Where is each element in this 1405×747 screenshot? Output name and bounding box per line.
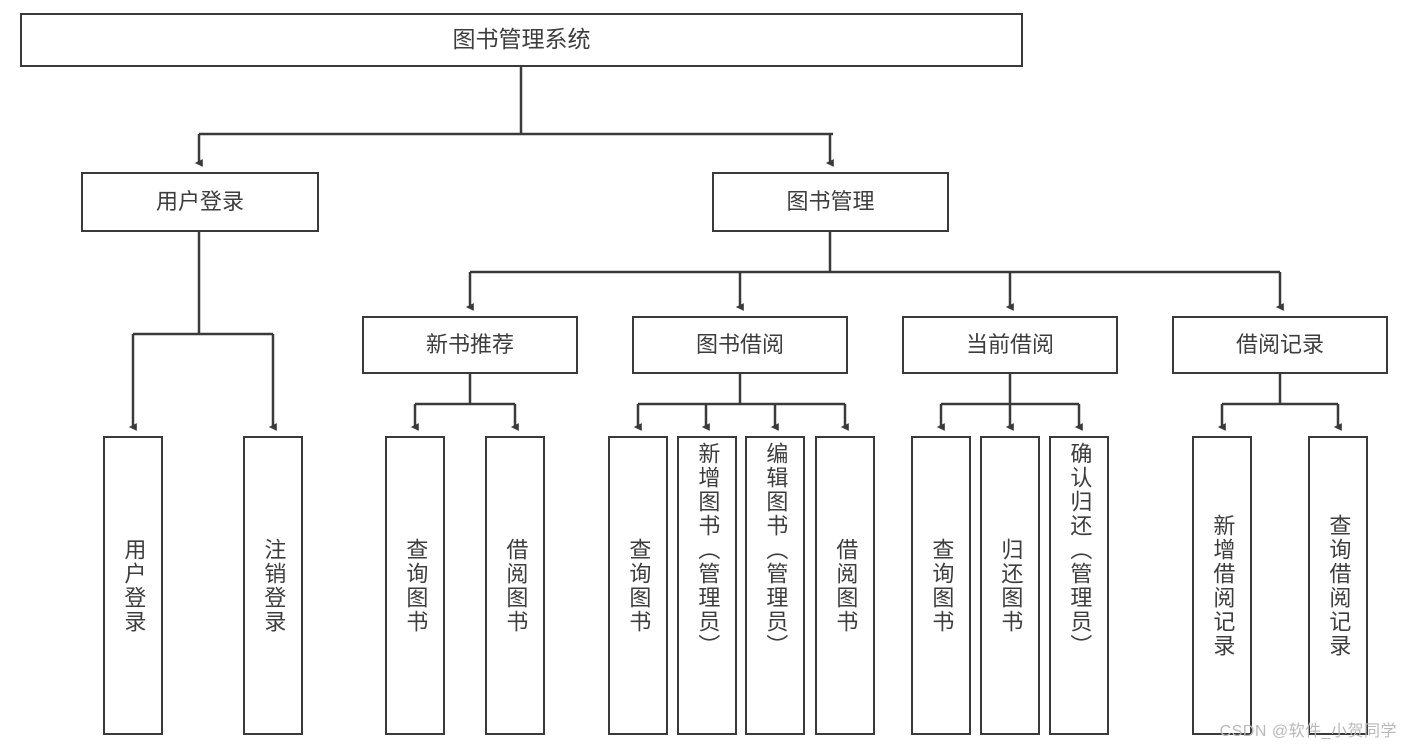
node-leaf-query-book-2-label: 查询图书 (626, 537, 652, 634)
node-leaf-query-book-2[interactable]: 查询图书 (608, 436, 668, 735)
node-leaf-confirm-return-label: 确认归还（管理员） (1067, 442, 1093, 658)
node-book-management[interactable]: 图书管理 (712, 172, 949, 232)
node-book-management-label: 图书管理 (786, 188, 875, 214)
node-root-label: 图书管理系统 (452, 26, 591, 53)
node-leaf-logout-label: 注销登录 (261, 537, 287, 634)
node-leaf-query-record[interactable]: 查询借阅记录 (1308, 436, 1368, 735)
node-borrow-record[interactable]: 借阅记录 (1172, 316, 1388, 374)
node-leaf-user-login[interactable]: 用户登录 (103, 436, 163, 735)
node-leaf-query-record-label: 查询借阅记录 (1326, 513, 1352, 658)
node-user-login[interactable]: 用户登录 (81, 172, 319, 232)
node-root[interactable]: 图书管理系统 (20, 13, 1023, 67)
node-leaf-borrow-book-1[interactable]: 借阅图书 (485, 436, 545, 735)
node-leaf-borrow-book-2-label: 借阅图书 (833, 537, 859, 634)
node-new-book-recommend-label: 新书推荐 (425, 331, 514, 357)
node-leaf-return-book-label: 归还图书 (998, 537, 1024, 634)
node-leaf-query-book-1[interactable]: 查询图书 (385, 436, 445, 735)
node-leaf-query-book-3-label: 查询图书 (929, 537, 955, 634)
node-leaf-query-book-3[interactable]: 查询图书 (911, 436, 971, 735)
node-leaf-add-record[interactable]: 新增借阅记录 (1192, 436, 1252, 735)
node-leaf-add-book[interactable]: 新增图书（管理员） (677, 436, 737, 735)
node-leaf-logout[interactable]: 注销登录 (243, 436, 303, 735)
node-leaf-user-login-label: 用户登录 (121, 537, 147, 634)
node-current-borrow-label: 当前借阅 (965, 331, 1054, 357)
node-leaf-borrow-book-1-label: 借阅图书 (503, 537, 529, 634)
node-borrow-record-label: 借阅记录 (1235, 331, 1324, 357)
node-leaf-add-record-label: 新增借阅记录 (1210, 513, 1236, 658)
node-leaf-return-book[interactable]: 归还图书 (980, 436, 1040, 735)
node-current-borrow[interactable]: 当前借阅 (902, 316, 1118, 374)
node-leaf-confirm-return[interactable]: 确认归还（管理员） (1049, 436, 1109, 735)
csdn-watermark: CSDN @软件_小贺同学 (1219, 723, 1397, 740)
node-leaf-borrow-book-2[interactable]: 借阅图书 (815, 436, 875, 735)
node-user-login-label: 用户登录 (155, 188, 244, 214)
node-book-borrow[interactable]: 图书借阅 (632, 316, 848, 374)
node-leaf-edit-book[interactable]: 编辑图书（管理员） (745, 436, 805, 735)
node-book-borrow-label: 图书借阅 (695, 331, 784, 357)
node-leaf-query-book-1-label: 查询图书 (403, 537, 429, 634)
node-leaf-add-book-label: 新增图书（管理员） (695, 442, 721, 658)
node-leaf-edit-book-label: 编辑图书（管理员） (763, 442, 789, 658)
node-new-book-recommend[interactable]: 新书推荐 (362, 316, 578, 374)
